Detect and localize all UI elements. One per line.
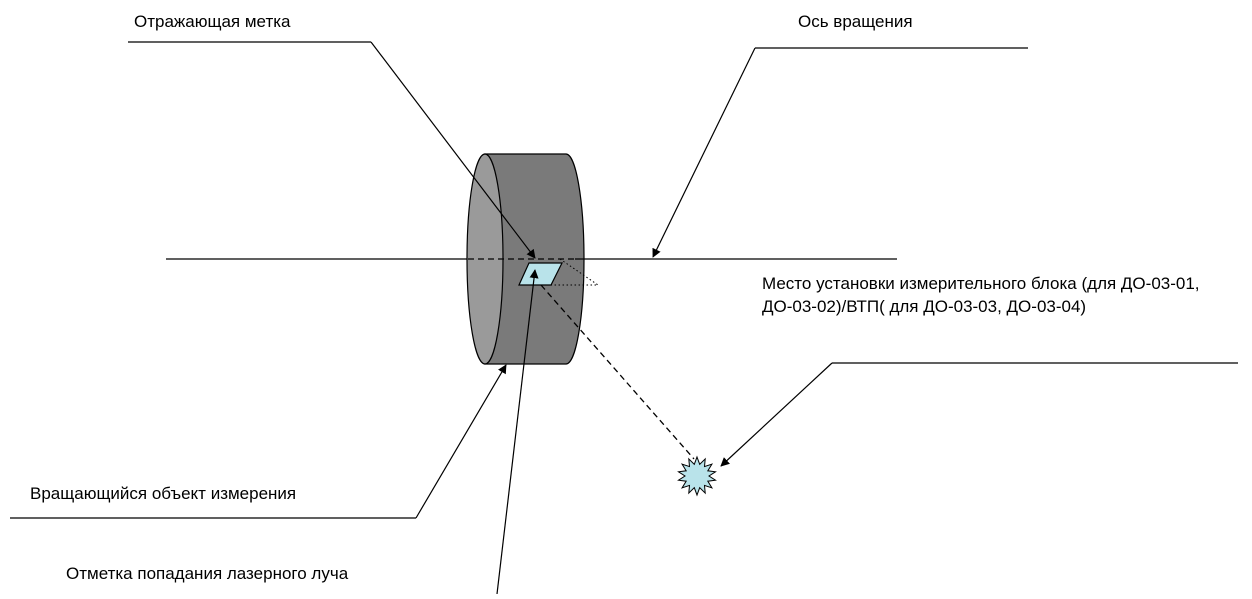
- label-rotation-axis: Ось вращения: [798, 12, 913, 31]
- laser-beam: [540, 284, 695, 460]
- label-reflective-mark: Отражающая метка: [134, 12, 291, 31]
- rotating-cylinder: [466, 153, 585, 365]
- sensor-starburst: [677, 455, 717, 497]
- reflective-mark-shape: [518, 262, 563, 286]
- cylinder-body: [484, 153, 585, 365]
- arrow-rotation-axis: [652, 47, 756, 258]
- arrow-mount-location: [720, 362, 833, 467]
- arrow-rotating-object: [415, 364, 507, 519]
- label-mount-location: Место установки измерительного блока (дл…: [762, 274, 1200, 316]
- arrow-reflective-mark: [370, 41, 536, 259]
- arrow-laser-spot: [496, 269, 539, 595]
- label-rotating-object: Вращающийся объект измерения: [30, 484, 297, 503]
- label-laser-spot: Отметка попадания лазерного луча: [66, 564, 349, 583]
